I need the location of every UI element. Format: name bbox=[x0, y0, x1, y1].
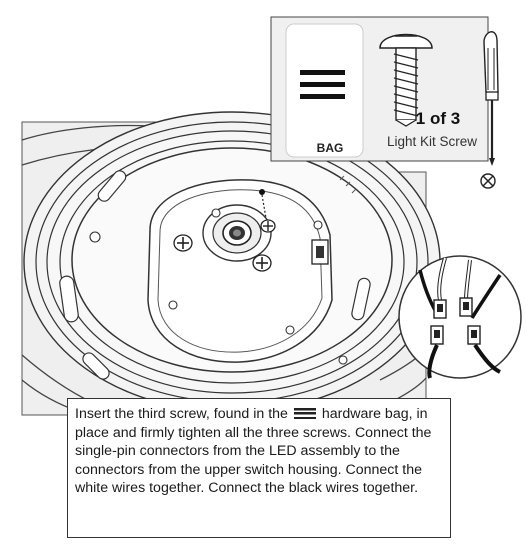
wire-connector-icon bbox=[433, 299, 447, 319]
phillips-screw-head-icon bbox=[173, 234, 193, 252]
phillips-screw-head-icon bbox=[252, 254, 272, 272]
instruction-text-part1: Insert the third screw, found in the bbox=[75, 406, 288, 422]
instruction-text-part2: hardware bag, in place and firmly tighte… bbox=[75, 406, 432, 497]
screw-label: Light Kit Screw bbox=[387, 134, 477, 149]
connector-detail bbox=[398, 255, 522, 379]
plate-screws bbox=[173, 189, 276, 272]
switch bbox=[311, 239, 329, 265]
mounting-plate bbox=[147, 179, 333, 363]
bag-label: BAG bbox=[317, 141, 344, 155]
phillips-screw-head-icon bbox=[260, 219, 276, 233]
hardware-bag-icon bbox=[293, 408, 316, 419]
screw-icon bbox=[379, 33, 433, 127]
ring-slots bbox=[59, 170, 371, 380]
hardware-bag-icon bbox=[285, 23, 364, 158]
mounting-holes bbox=[89, 208, 348, 365]
ring-ticks bbox=[339, 175, 357, 194]
screw-count: 1 of 3 bbox=[416, 109, 460, 128]
hardware-inset: BAG 1 of 3 Light Kit Screw bbox=[270, 16, 489, 162]
wire-connector-icon bbox=[467, 325, 481, 345]
instruction-text-box: Insert the third screw, found in the har… bbox=[67, 398, 451, 538]
phillips-screw-head-icon bbox=[480, 173, 496, 189]
wire-connector-icon bbox=[459, 297, 473, 317]
center-hub bbox=[202, 204, 272, 262]
screwdriver-icon bbox=[483, 31, 499, 166]
wire-connector-icon bbox=[430, 325, 444, 345]
fixture-illustration bbox=[21, 111, 441, 416]
